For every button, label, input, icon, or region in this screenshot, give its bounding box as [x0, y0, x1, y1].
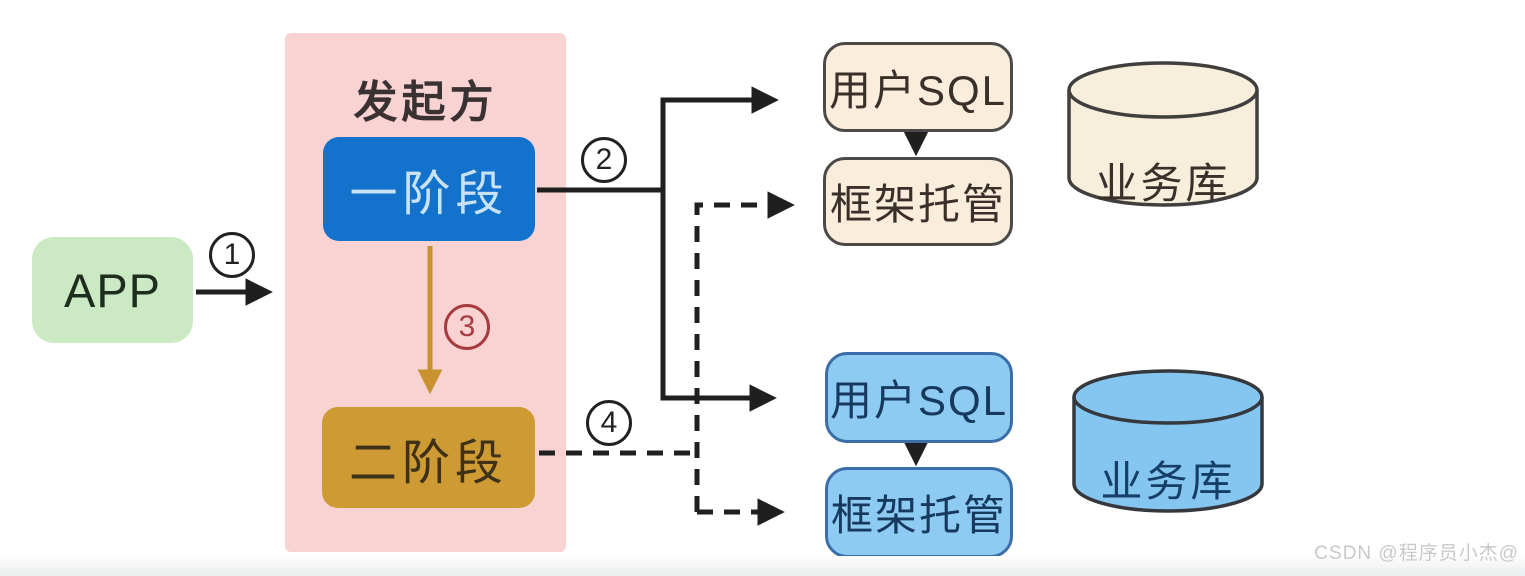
phase2-node: 二阶段: [322, 407, 535, 508]
bottom-gray-strip: [0, 556, 1525, 576]
step1-badge: 1: [209, 232, 255, 278]
app-node: APP: [32, 237, 193, 343]
top-database-label: 业务库: [1095, 160, 1231, 207]
top-database-cylinder: 业务库: [1066, 60, 1260, 210]
arrow-phase1-to-bottom-user-sql: [660, 190, 777, 412]
arrow-phase1-to-top-user-sql: [660, 86, 779, 190]
phase1-node: 一阶段: [323, 137, 535, 241]
bottom-database-cylinder-shape: [1072, 369, 1264, 513]
dashed-arrow-phase2-to-top-framework: [694, 191, 795, 512]
bottom-database-label: 业务库: [1100, 458, 1236, 505]
bottom-framework-node: 框架托管: [825, 467, 1013, 558]
top-database-cylinder-shape: [1067, 61, 1259, 207]
bottom-user-sql-node: 用户SQL: [825, 352, 1013, 443]
step2-badge: 2: [581, 137, 627, 183]
bottom-database-cylinder: 业务库: [1071, 368, 1265, 516]
top-user-sql-node: 用户SQL: [823, 42, 1013, 132]
csdn-watermark: CSDN @程序员小杰@: [1314, 543, 1519, 564]
step3-badge: 3: [444, 304, 490, 350]
initiator-region-title: 发起方: [353, 78, 498, 127]
step4-badge: 4: [586, 400, 632, 446]
top-framework-node: 框架托管: [823, 157, 1013, 246]
